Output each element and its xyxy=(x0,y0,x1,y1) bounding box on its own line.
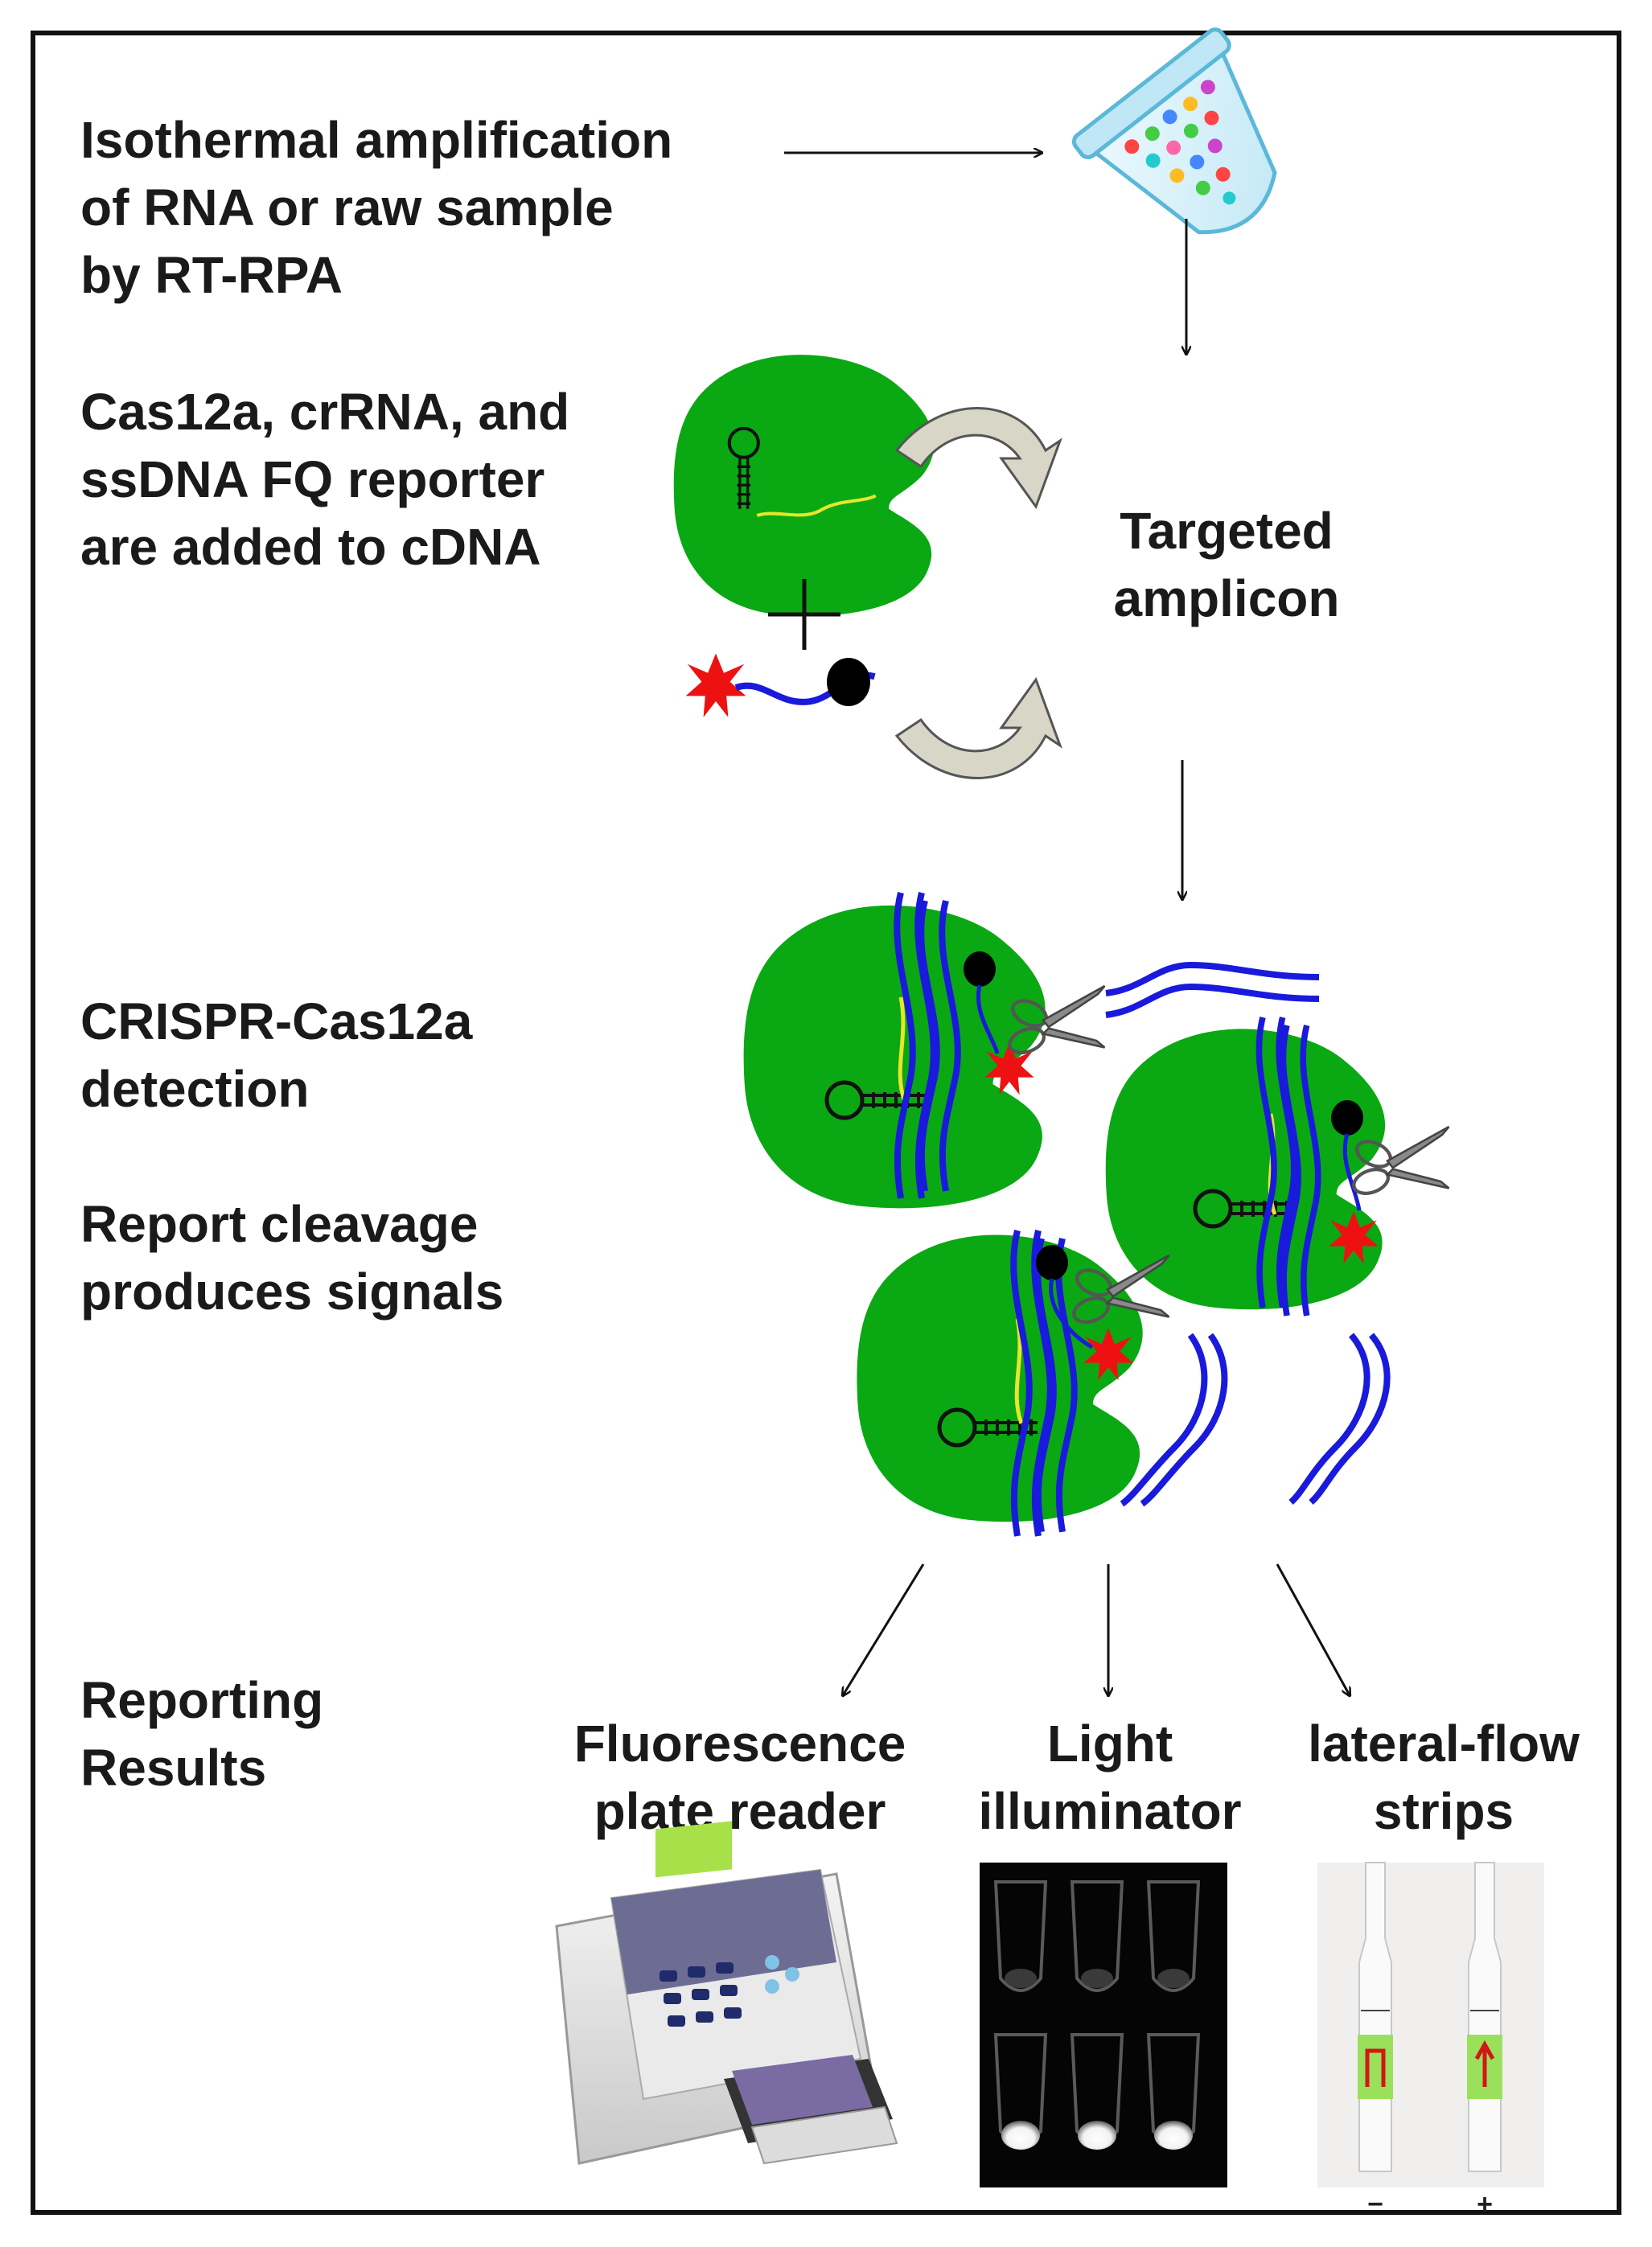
arrow-to-plate-reader xyxy=(843,1563,925,1695)
curved-arrow-top xyxy=(894,407,1062,510)
illuminated-tubes-photo xyxy=(980,1863,1227,2187)
tube-icon xyxy=(1071,27,1277,235)
figure-border xyxy=(31,31,1621,2215)
curved-arrow-bottom xyxy=(894,676,1062,779)
detection-complex-3 xyxy=(857,1230,1169,1536)
plate-reader-device xyxy=(555,1821,898,2165)
cas12a-icon xyxy=(673,355,935,617)
strip-sign-positive: + xyxy=(1477,2189,1493,2220)
plus-icon xyxy=(768,579,840,650)
detection-complex-2 xyxy=(1105,1017,1449,1316)
free-amplicon-1 xyxy=(1105,961,1320,1018)
lateral-flow-strips-photo xyxy=(1317,1862,1544,2187)
strip-sign-negative: − xyxy=(1367,2189,1383,2220)
arrow-to-lateral-flow xyxy=(1276,1563,1350,1695)
reporter-icon xyxy=(685,653,875,717)
detection-complex-1 xyxy=(743,893,1105,1209)
cleaved-amplicon-fragments xyxy=(1120,1333,1391,1507)
